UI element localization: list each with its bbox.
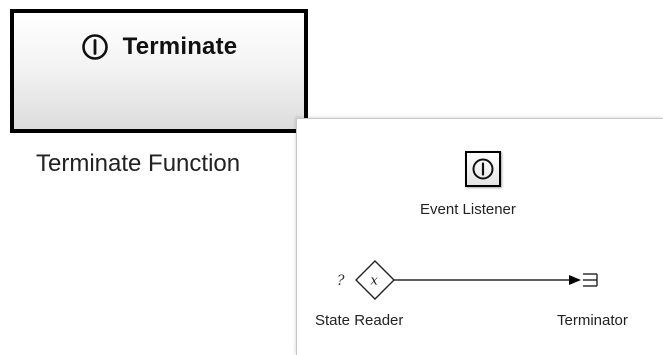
state-reader-symbol: x: [371, 274, 379, 289]
terminate-block-header: Terminate: [14, 33, 304, 61]
terminate-function-caption: Terminate Function: [36, 150, 241, 177]
state-reader-label: State Reader: [315, 312, 404, 329]
signal-diagram: ? x: [337, 260, 598, 300]
state-reader-block[interactable]: x: [355, 260, 395, 300]
event-listener-label: Event Listener: [420, 201, 516, 218]
terminate-function-block[interactable]: Terminate: [10, 9, 308, 133]
terminator-block[interactable]: [583, 273, 598, 287]
subsystem-panel: Event Listener ? x State Reader Terminat…: [296, 118, 663, 355]
power-icon: [472, 158, 494, 180]
terminator-label: Terminator: [557, 312, 628, 329]
power-icon: [81, 34, 108, 60]
signal-arrow-head: [569, 275, 581, 285]
event-listener-block[interactable]: [465, 151, 501, 187]
terminate-block-title: Terminate: [122, 33, 238, 60]
state-reader-prefix: ?: [337, 273, 345, 289]
